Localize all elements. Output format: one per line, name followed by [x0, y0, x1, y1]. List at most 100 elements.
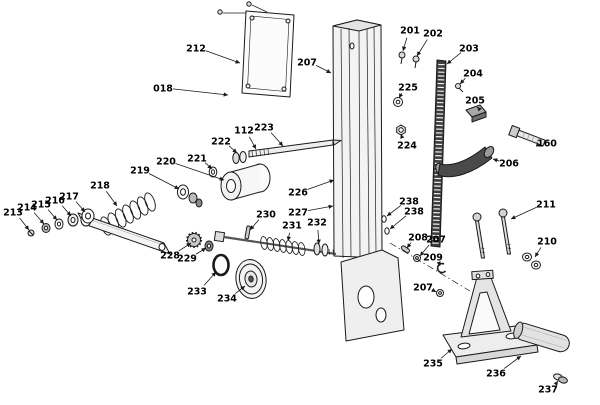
washer-217 [81, 208, 95, 224]
screw-201 [398, 51, 406, 65]
leader-line-218-18 [105, 190, 118, 207]
base-casting [442, 269, 539, 365]
leader-line-203-5 [446, 52, 462, 65]
leader-line-228-29 [178, 242, 192, 252]
callout-label-214-22: 214 [17, 203, 37, 214]
screw-213 [27, 229, 35, 237]
callout-label-219-17: 219 [130, 166, 150, 177]
screw-204 [455, 83, 464, 93]
callout-label-218-18: 218 [90, 181, 110, 192]
leader-line-217-19 [75, 201, 86, 213]
callout-label-225-7: 225 [398, 83, 418, 94]
callout-label-224-9: 224 [397, 141, 417, 152]
leader-line-219-17 [148, 173, 180, 190]
leader-line-231-27 [286, 232, 291, 242]
callout-label-203-5: 203 [459, 44, 479, 55]
leader-line-232-28 [316, 229, 321, 245]
leader-line-112-12 [248, 136, 257, 150]
nut-224 [396, 124, 406, 136]
callout-label-233-31: 233 [187, 287, 207, 298]
leader-line-212-0 [205, 50, 241, 64]
leader-line-207-36 [419, 244, 430, 257]
bolt-160 [508, 124, 546, 147]
pulley-234 [235, 259, 267, 299]
roller-handle-236 [513, 321, 570, 353]
callout-label-223-13: 223 [254, 123, 274, 134]
handle-grip [435, 146, 495, 178]
leader-line-202-4 [416, 39, 428, 57]
leader-line-230-26 [249, 219, 260, 231]
callout-label-018-1: 018 [153, 84, 173, 95]
callout-label-237-43: 237 [538, 385, 558, 396]
leader-line-206-10 [492, 158, 500, 163]
leader-line-237-43 [553, 380, 559, 386]
assembly-axis [389, 242, 471, 292]
leader-line-234-32 [235, 285, 246, 294]
callout-label-228-29: 228 [160, 251, 180, 262]
leader-line-215-21 [47, 209, 58, 221]
ring-233 [212, 253, 230, 277]
gear-rack [430, 59, 447, 248]
hole-238-upper [381, 215, 387, 223]
callout-label-112-12: 112 [234, 126, 254, 137]
gear-228 [185, 231, 203, 249]
leader-line-226-24 [307, 179, 335, 190]
pin-208 [400, 245, 410, 254]
leader-line-235-41 [440, 348, 453, 359]
leader-line-207-38 [431, 287, 437, 293]
callout-label-160-11: 160 [537, 139, 557, 150]
callout-label-212-0: 212 [186, 44, 206, 55]
retaining-clip-209 [436, 262, 447, 274]
callout-label-207-36: 207 [426, 235, 446, 246]
callout-label-229-30: 229 [177, 254, 197, 265]
callout-label-220-16: 220 [156, 157, 176, 168]
callout-label-207-2: 207 [297, 58, 317, 69]
callout-label-202-4: 202 [423, 29, 443, 40]
leader-line-208-35 [406, 242, 412, 249]
cap-237 [553, 373, 568, 384]
callout-label-234-32: 234 [217, 294, 237, 305]
callout-label-226-24: 226 [288, 188, 308, 199]
callout-label-209-37: 209 [423, 253, 443, 264]
callout-label-238-33: 238 [399, 197, 419, 208]
collar-232 [313, 242, 329, 257]
callout-label-231-27: 231 [282, 221, 302, 232]
feed-rod-assembly [213, 225, 337, 257]
callout-label-213-23: 213 [3, 208, 23, 219]
washer-216 [67, 213, 79, 227]
leader-line-214-22 [33, 212, 45, 225]
hole-238-lower [384, 227, 390, 235]
callout-label-201-3: 201 [400, 26, 420, 37]
leader-line-222-14 [228, 145, 238, 154]
callout-label-217-19: 217 [59, 192, 79, 203]
callout-label-210-40: 210 [537, 237, 557, 248]
leader-line-204-6 [459, 77, 466, 85]
callout-label-216-20: 216 [45, 196, 65, 207]
callout-label-206-10: 206 [499, 159, 519, 170]
leader-line-207-2 [315, 64, 332, 74]
callout-label-208-35: 208 [408, 233, 428, 244]
leader-line-238-34 [389, 215, 407, 230]
leader-line-225-7 [398, 92, 404, 99]
callout-label-232-28: 232 [307, 218, 327, 229]
leader-line-210-40 [534, 247, 542, 258]
leader-line-227-25 [307, 204, 334, 212]
leader-line-211-39 [510, 206, 537, 220]
washers-210 [522, 252, 541, 270]
collar-222 [232, 151, 247, 164]
gear-229 [204, 240, 214, 252]
callout-label-205-8: 205 [465, 96, 485, 107]
bolts-211 [472, 208, 512, 259]
nut-214 [41, 223, 51, 233]
leader-line-213-23 [19, 217, 30, 231]
callout-label-230-26: 230 [256, 210, 276, 221]
callout-label-207-38: 207 [413, 283, 433, 294]
callout-label-227-25: 227 [288, 208, 308, 219]
leader-line-224-9 [400, 133, 405, 139]
leader-line-223-13 [270, 132, 284, 147]
leader-line-238-33 [386, 205, 401, 217]
spindle-shaft [248, 139, 342, 158]
screw-202 [412, 55, 420, 69]
